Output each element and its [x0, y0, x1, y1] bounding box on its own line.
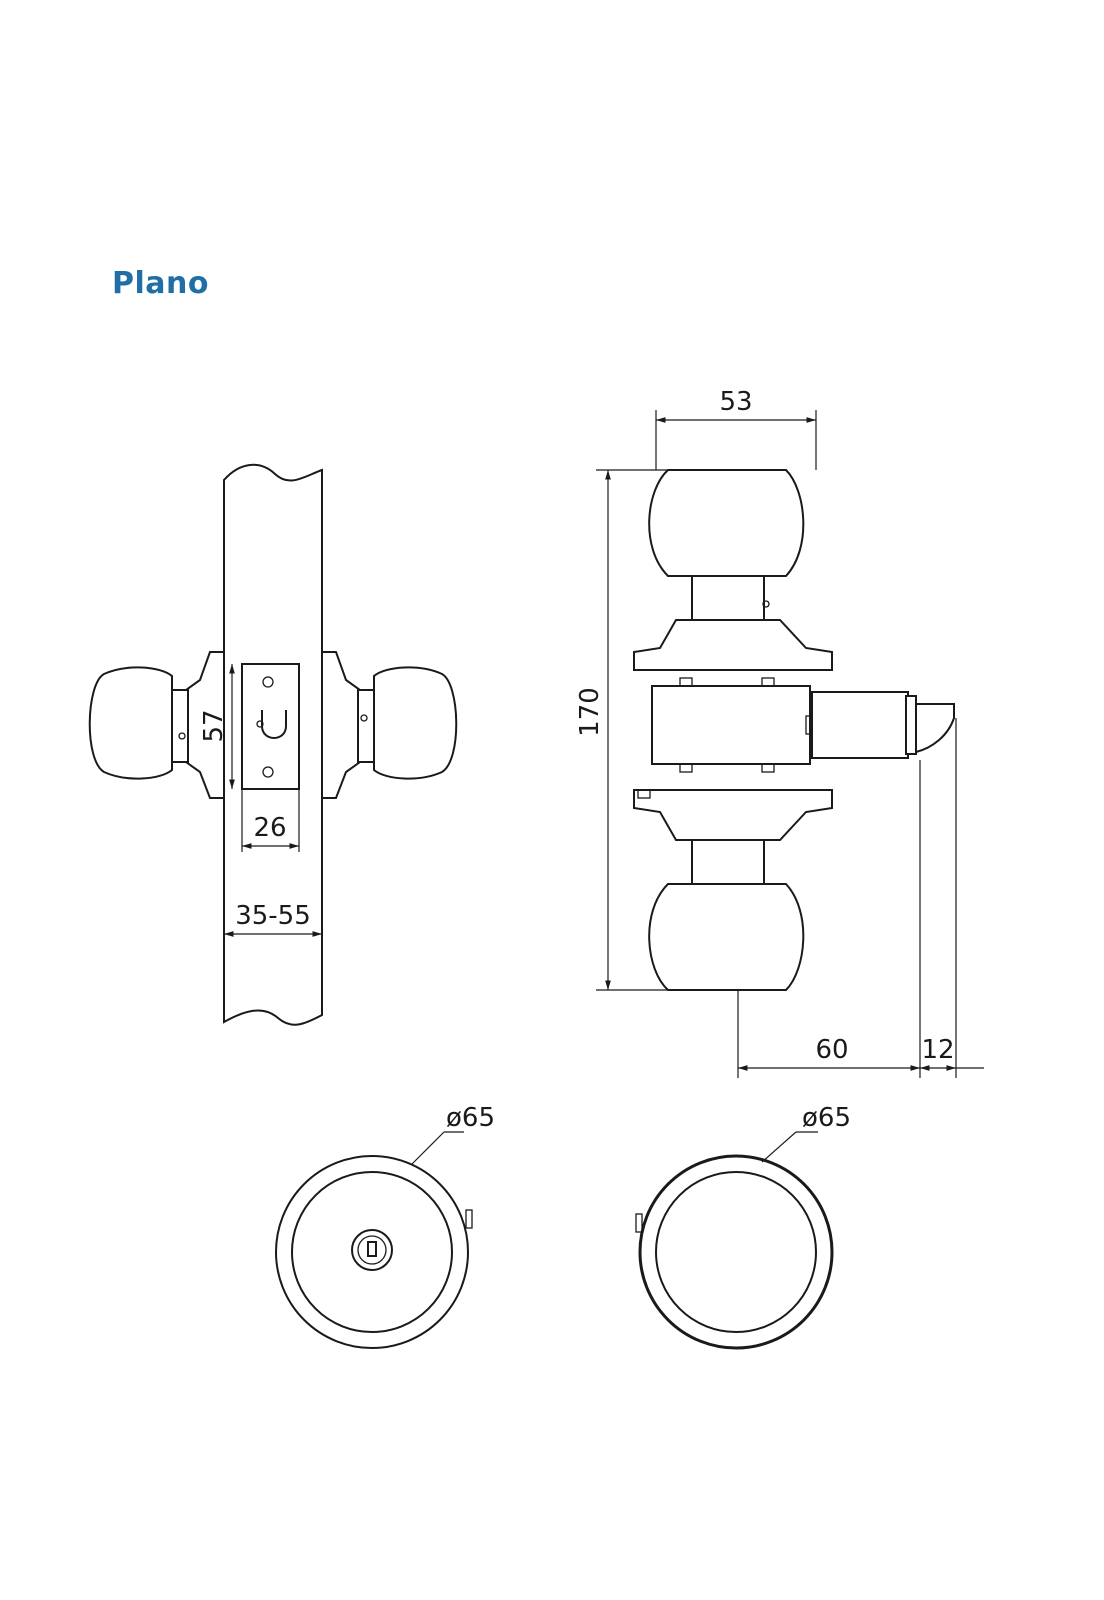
latch-tube — [811, 691, 909, 759]
bottom-knob — [648, 883, 805, 991]
plate-screw-top-icon — [262, 676, 274, 688]
key-icon — [367, 1241, 377, 1257]
right-rose — [321, 651, 361, 799]
plate-screw-bottom-icon — [262, 766, 274, 778]
keyhole-cylinder — [351, 1229, 393, 1271]
plain-knob-inner — [655, 1171, 817, 1333]
dim-total-height: 170 — [575, 687, 605, 737]
door-section-view: 57 26 35-55 — [88, 463, 458, 1026]
latch-faceplate — [241, 663, 300, 790]
left-knob-neck — [171, 689, 189, 763]
top-knob-neck — [691, 575, 765, 621]
right-screw-icon — [360, 714, 368, 722]
plain-knob-outer — [638, 1154, 834, 1350]
right-knob-neck — [357, 689, 375, 763]
right-knob — [373, 666, 458, 780]
dim-diameter-left: ø65 — [446, 1103, 495, 1133]
front-view-keyed: ø65 — [275, 1103, 495, 1349]
left-knob — [88, 666, 173, 780]
dim-diameter-right: ø65 — [802, 1103, 851, 1133]
dim-backset: 60 — [815, 1035, 848, 1065]
dim-plate-width: 26 — [253, 813, 286, 843]
dim-plate-height: 57 — [199, 709, 229, 742]
side-elevation-view: 53 170 60 12 — [575, 387, 984, 1078]
bottom-knob-neck — [691, 839, 765, 885]
front-view-plain: ø65 — [635, 1103, 851, 1350]
dim-latch-projection: 12 — [921, 1035, 954, 1065]
dim-door-thickness: 35-55 — [235, 901, 311, 931]
keyed-knob-inner — [291, 1171, 453, 1333]
bottom-rose — [633, 789, 833, 841]
page-title: Plano — [112, 266, 209, 301]
top-rose — [633, 619, 833, 671]
top-knob — [648, 469, 805, 577]
latch-chassis — [651, 685, 811, 765]
left-screw-icon — [178, 732, 186, 740]
latch-bolt — [915, 703, 955, 754]
dim-knob-width: 53 — [719, 387, 752, 417]
keyed-knob-outer — [275, 1155, 469, 1349]
